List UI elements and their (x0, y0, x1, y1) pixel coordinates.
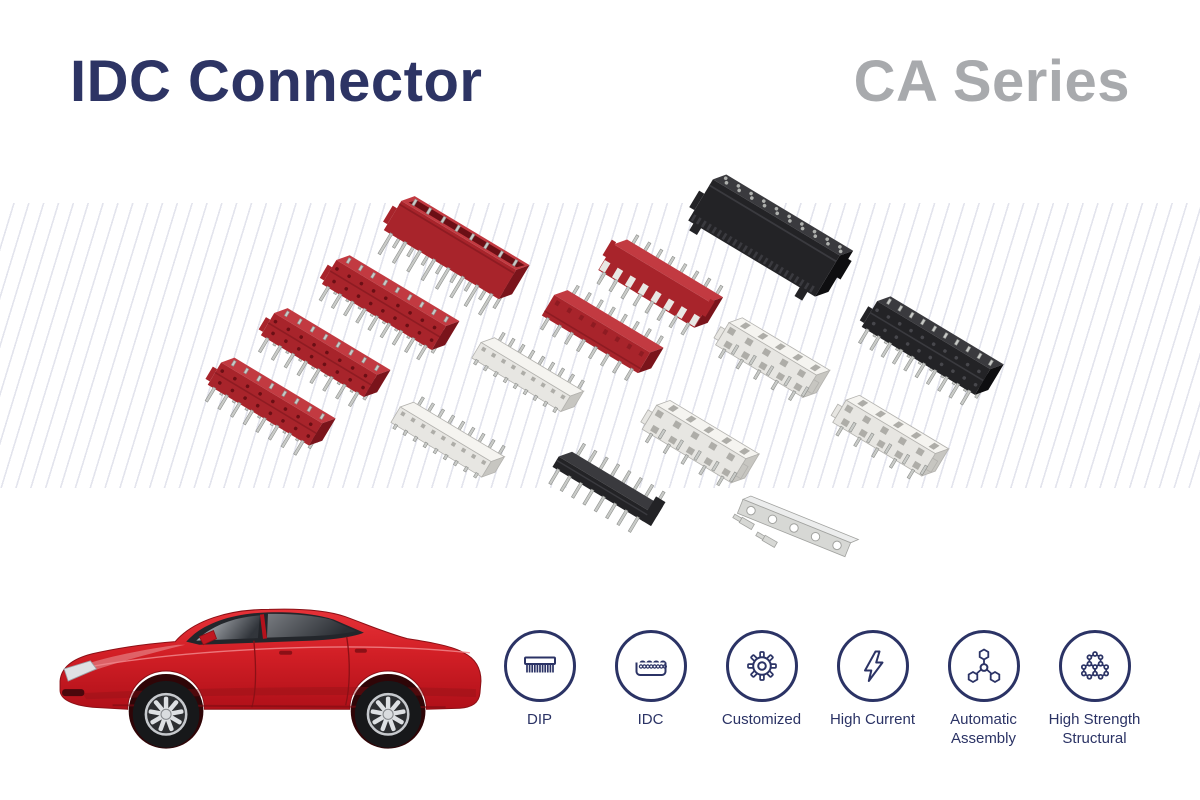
feature-customized: Customized (706, 630, 817, 749)
molecule-icon (947, 630, 1020, 702)
feature-idc: IDC (595, 630, 706, 749)
feature-automatic-assembly: Automatic Assembly (928, 630, 1039, 749)
car-illustration (59, 608, 482, 749)
diagonal-stripe-band (0, 203, 1200, 488)
lightning-icon (836, 630, 909, 702)
page-title: IDC Connector (70, 49, 483, 114)
feature-label: Automatic Assembly (950, 711, 1017, 747)
rear-wheel (354, 681, 422, 748)
gear-icon (725, 630, 798, 702)
dip-connector-icon (503, 630, 576, 702)
metal-terminal-strip (732, 495, 860, 558)
feature-label: High Strength Structural (1048, 711, 1141, 747)
feature-icon-row: DIP IDC (484, 630, 1150, 749)
feature-high-current: High Current (817, 630, 928, 749)
honeycomb-icon (1058, 630, 1131, 702)
feature-label: DIP (526, 711, 552, 728)
idc-connector-icon (614, 630, 687, 702)
series-title: CA Series (853, 49, 1130, 114)
feature-label: IDC (637, 711, 664, 728)
feature-label: Customized (721, 711, 802, 728)
front-wheel (132, 681, 200, 748)
feature-dip: DIP (484, 630, 595, 749)
feature-label: High Current (829, 711, 916, 728)
feature-high-strength: High Strength Structural (1039, 630, 1150, 749)
